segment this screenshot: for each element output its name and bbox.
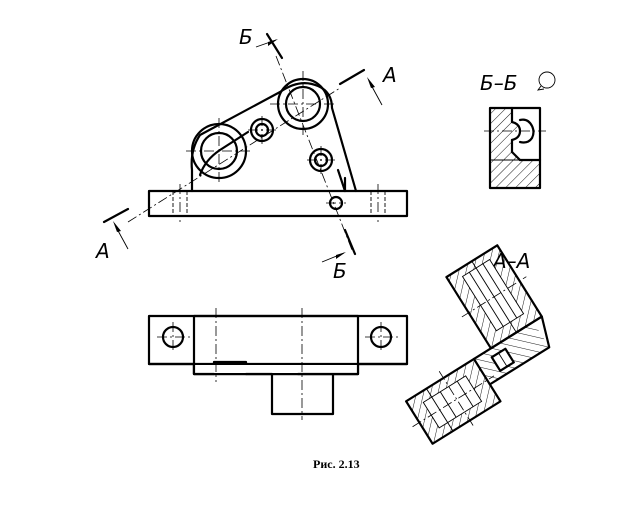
figure-caption: Рис. 2.13 (313, 457, 360, 471)
section-b-mark-top: Б (239, 25, 253, 49)
section-a-mark-left: А (94, 239, 110, 263)
section-b-title: Б–Б (480, 71, 517, 95)
rotation-symbol (538, 71, 556, 89)
section-a-view: А–А (405, 244, 551, 445)
front-view: А А Б Б (94, 25, 409, 283)
base-plate (147, 189, 409, 218)
section-b-view: Б–Б (480, 71, 556, 190)
section-b-outline (488, 106, 542, 190)
upright-body (190, 81, 358, 193)
section-a-mark-right: А (381, 63, 397, 87)
top-view (147, 308, 409, 420)
top-base (147, 314, 409, 366)
section-b-mark-bottom: Б (333, 259, 347, 283)
